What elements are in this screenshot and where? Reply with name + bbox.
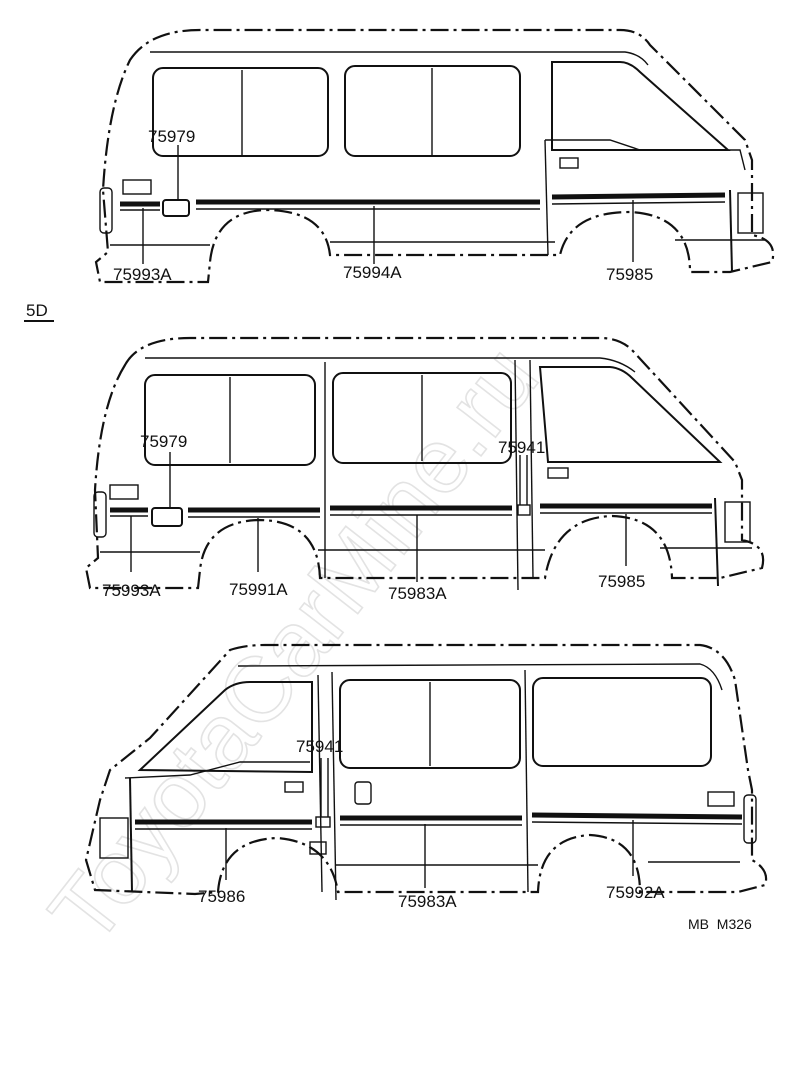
lower-front-lamp xyxy=(99,817,129,859)
label-lower-75986: 75986 xyxy=(198,887,245,906)
middle-rear-lamp xyxy=(109,484,139,500)
label-middle-75983A: 75983A xyxy=(388,584,447,603)
lower-tail-light xyxy=(743,794,757,844)
label-upper-75985: 75985 xyxy=(606,265,653,284)
upper-strip-front xyxy=(551,192,726,200)
upper-rear-lamp xyxy=(122,179,152,195)
lower-side-marker xyxy=(309,841,327,855)
upper-van-body xyxy=(94,28,775,284)
label-lower-75941: 75941 xyxy=(296,737,343,756)
lower-window-2 xyxy=(339,679,521,769)
lower-front-edge xyxy=(129,777,133,893)
middle-door-handle xyxy=(547,467,569,479)
middle-window-2 xyxy=(332,372,512,464)
label-lower-75992A: 75992A xyxy=(606,883,665,902)
upper-front-door-edge xyxy=(544,139,549,256)
lower-door-line xyxy=(124,761,310,779)
middle-strip-joint xyxy=(517,504,531,516)
label-lower-75983A: 75983A xyxy=(398,892,457,911)
upper-tail-light xyxy=(99,187,113,234)
lower-pillar-b xyxy=(317,674,323,893)
middle-van: 75979 75941 75993A 75991A 75983A 75985 xyxy=(84,336,765,603)
middle-van-body xyxy=(84,336,765,590)
lower-roof-line xyxy=(237,663,723,691)
label-middle-75985: 75985 xyxy=(598,572,645,591)
middle-front-pillar xyxy=(714,497,719,587)
variant-label: 5D xyxy=(26,301,48,320)
middle-fuel-lid xyxy=(151,507,183,527)
middle-front-lamp xyxy=(724,501,751,543)
label-middle-75979: 75979 xyxy=(140,432,187,451)
upper-window-2 xyxy=(344,65,521,157)
lower-strip-rear xyxy=(531,812,743,820)
middle-pillar-c xyxy=(514,359,519,591)
lower-front-window xyxy=(137,681,313,774)
upper-door-handle xyxy=(559,157,579,169)
upper-window-1 xyxy=(152,67,329,157)
label-upper-75993A: 75993A xyxy=(113,265,172,284)
lower-pillar-d xyxy=(524,669,529,893)
label-middle-75993A: 75993A xyxy=(102,581,161,600)
lower-van: 75941 75986 75983A 75992A xyxy=(84,643,768,911)
lower-window-3 xyxy=(532,677,712,767)
lower-strip-rear-lower xyxy=(531,821,743,825)
upper-fuel-lid xyxy=(162,199,190,217)
upper-roof-line xyxy=(150,51,649,66)
middle-front-window xyxy=(538,366,723,463)
lower-door-handle xyxy=(284,781,304,793)
upper-front-lamp xyxy=(737,192,764,234)
upper-front-pillar xyxy=(729,189,733,273)
middle-roof-line xyxy=(145,357,636,373)
lower-strip-joint xyxy=(315,816,331,828)
middle-tail-light xyxy=(93,491,107,538)
label-middle-75991A: 75991A xyxy=(229,580,288,599)
lower-pillar-c xyxy=(331,671,337,901)
middle-pillar-d xyxy=(529,359,534,579)
diagram-code: MB M326 xyxy=(688,916,752,932)
upper-front-window xyxy=(551,61,731,151)
label-middle-75941: 75941 xyxy=(498,438,545,457)
lower-fuel-lid xyxy=(354,781,372,805)
label-upper-75994A: 75994A xyxy=(343,263,402,282)
lower-van-body xyxy=(84,643,768,896)
upper-van: 75979 75993A 75994A 75985 xyxy=(94,28,775,284)
upper-strip-front-lower xyxy=(551,201,726,205)
label-upper-75979: 75979 xyxy=(148,127,195,146)
middle-window-1 xyxy=(144,374,316,466)
upper-door-line xyxy=(545,139,746,171)
lower-rear-lamp xyxy=(707,791,735,807)
